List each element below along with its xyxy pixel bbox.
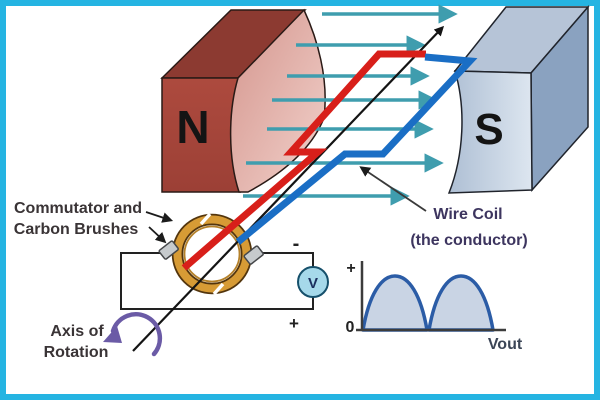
rotation-arc [110,312,163,357]
graph-x-label: Vout [488,336,523,353]
graph-y-plus: + [346,260,355,277]
graph-hump-2 [427,274,495,332]
commutator-pointer-arrow-2 [148,226,167,244]
commutator-pointer-arrow-1 [145,211,174,223]
commutator-split-bottom [212,282,225,296]
circuit-wire-right [262,252,314,268]
rotation-arrow-icon [103,312,163,357]
voltmeter-icon [297,266,329,298]
graph-axes [356,261,506,332]
terminal-positive: + [289,314,299,333]
graph-origin: 0 [346,319,355,336]
circuit-wire-left [120,252,314,310]
red-wire [181,50,426,271]
axis-label-line1: Axis of [50,323,104,340]
voltmeter: V [297,266,329,298]
axis-label-line2: Rotation [44,344,109,361]
blue-wire [235,53,478,245]
south-magnet-front-face [447,70,533,194]
output-graph: + 0 Vout [346,260,523,353]
wire-coil-label-line2: (the conductor) [410,232,527,249]
terminal-negative: - [293,233,300,255]
carbon-brush-left [158,240,179,260]
rotation-arrowhead [103,326,122,343]
south-magnet: S [447,4,590,194]
commutator-label-line1: Commutator and [14,200,142,217]
voltmeter-label: V [308,275,318,292]
north-pole-label: N [176,101,209,153]
commutator-label-line2: Carbon Brushes [14,221,139,238]
wire-coil-pointer-arrow [359,166,427,212]
axis-line [132,25,445,352]
carbon-brush-right [243,245,264,265]
circuit-wire [120,252,314,310]
wire-coil-label-line1: Wire Coil [433,206,502,223]
south-pole-label: S [474,105,503,154]
graph-hump-1 [361,274,429,332]
commutator-inner-edge [183,225,241,283]
commutator-split-top [199,212,212,226]
